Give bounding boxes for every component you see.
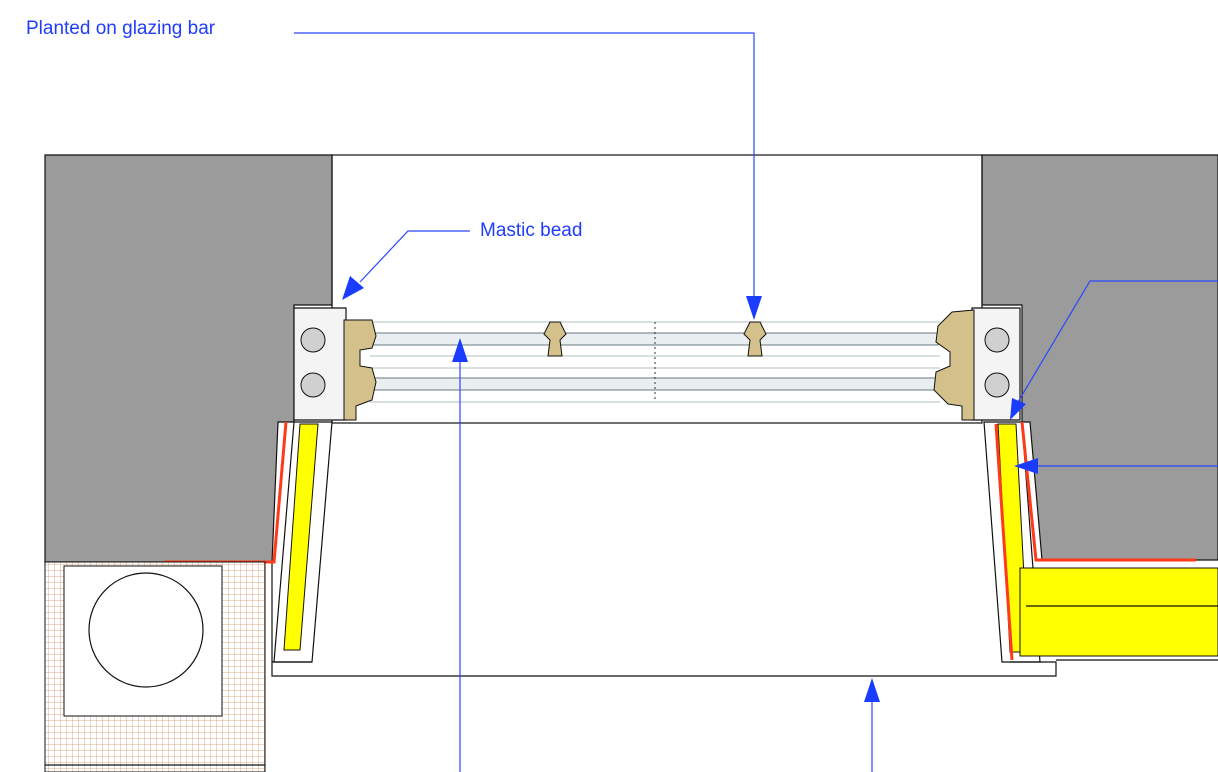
left-insulation bbox=[283, 423, 319, 651]
lower-reveal bbox=[271, 562, 1057, 677]
right-insulation-board bbox=[1019, 567, 1218, 657]
glazing-bar-right bbox=[743, 321, 767, 357]
right-lining bbox=[983, 421, 1041, 663]
leader-mastic-bead bbox=[359, 230, 470, 283]
arrowhead-mastic-bead bbox=[342, 276, 364, 300]
right-wall bbox=[981, 154, 1218, 561]
left-lining bbox=[273, 421, 333, 663]
label-mastic-bead: Mastic bead bbox=[480, 220, 582, 241]
leader-planted-glazing-bar bbox=[294, 32, 755, 300]
left-wall bbox=[44, 154, 333, 563]
left-bead bbox=[343, 319, 377, 421]
opening-outline bbox=[331, 154, 983, 424]
right-bolt-bottom bbox=[984, 372, 1010, 398]
arrowhead-bottom-left bbox=[452, 338, 468, 362]
left-frame bbox=[293, 307, 347, 421]
right-seal-inner bbox=[994, 423, 1014, 661]
left-bolt-top bbox=[300, 327, 326, 353]
arrowhead-right-middle bbox=[1014, 458, 1038, 474]
leader-right-upper bbox=[1017, 280, 1218, 403]
right-bolt-top bbox=[984, 327, 1010, 353]
glazing-bar-left bbox=[543, 321, 567, 357]
pipe-circle bbox=[88, 572, 204, 688]
label-planted-glazing-bar: Planted on glazing bar bbox=[26, 18, 216, 39]
arrowhead-bottom-right bbox=[864, 678, 880, 702]
arrowhead-right-upper bbox=[1010, 398, 1026, 420]
arrowhead-glazing-bar bbox=[746, 296, 762, 320]
right-bead bbox=[933, 309, 975, 421]
left-bolt-bottom bbox=[300, 372, 326, 398]
